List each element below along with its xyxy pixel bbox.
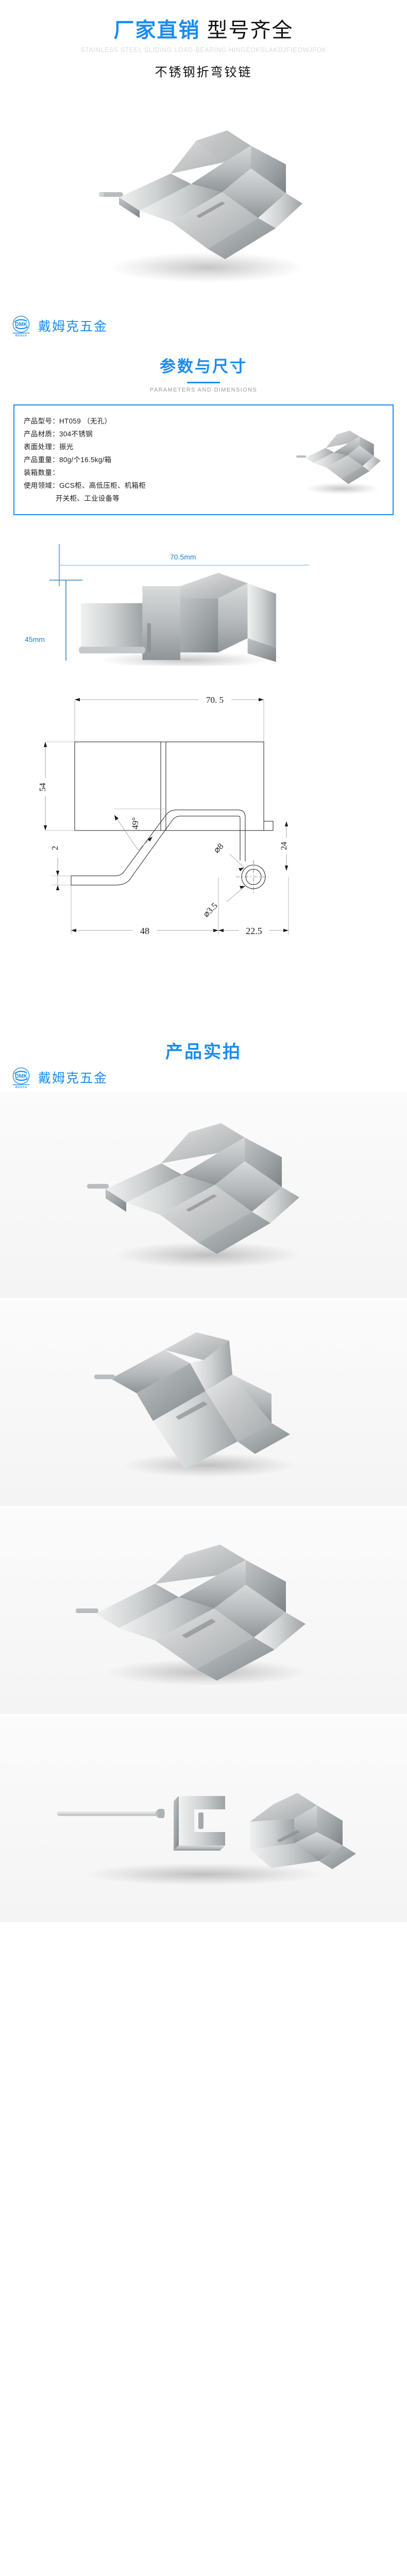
gallery-photo-3 (0, 1508, 407, 1714)
bracket-part (174, 1796, 225, 1851)
spec-label: 产品重量： (24, 456, 59, 464)
spec-label: 使用领域： (24, 482, 59, 489)
spec-value: 振光 (59, 443, 74, 451)
dimension-height-label: 45mm (25, 635, 45, 643)
gallery-title-cn: 产品实拍 (165, 1042, 242, 1062)
logo-divider-2 (113, 1077, 407, 1078)
section-title-rule (187, 382, 220, 383)
hinge-illustration-hero (99, 130, 306, 283)
spec-row: 装箱数量： (24, 466, 290, 479)
spec-value: GCS柜、高低压柜、机箱柜 (59, 482, 146, 489)
cad-drawing-svg: 70. 5 54 24 (38, 694, 293, 937)
headline-black: 型号齐全 (207, 19, 294, 42)
spec-box-wrap: 产品型号：HT059 （无孔） 产品材质：304不锈钢 表面处理：振光 产品重量… (0, 393, 407, 515)
spec-value: HT059 （无孔） (59, 417, 112, 425)
hinge-photo-3 (76, 1545, 308, 1686)
cad-right-depth-label: 24 (280, 842, 289, 850)
gallery-sep-3 (0, 1714, 407, 1716)
brand-logo-row: DMK 戴姆克五金 戴姆克五金 (0, 311, 407, 340)
svg-text:DMK: DMK (15, 321, 27, 328)
spec-row: 开关柜、工业设备等 (24, 492, 290, 505)
gallery-photo-2 (0, 1300, 407, 1506)
headline-english-subtitle: STAINLESS STEEL SLIDING LOAD-BEARING HIN… (80, 46, 327, 54)
spec-value: 开关柜、工业设备等 (56, 495, 120, 502)
spec-row: 产品重量：80g/个16.5kg/箱 (24, 453, 290, 466)
spec-row: 产品型号：HT059 （无孔） (24, 415, 290, 428)
section-header-parameters: 参数与尺寸 PARAMETERS AND DIMENSIONS (0, 340, 407, 393)
section-title-en: PARAMETERS AND DIMENSIONS (149, 387, 258, 393)
brand-name-2: 戴姆克五金 (38, 1071, 108, 1086)
page-header: 厂家直销 型号齐全 STAINLESS STEEL SLIDING LOAD-B… (0, 0, 407, 80)
spec-row: 表面处理：振光 (24, 440, 290, 453)
gallery-photo-4 (0, 1716, 407, 1922)
cad-top-height-label: 54 (38, 783, 47, 792)
spec-thumbnail (290, 414, 393, 506)
brand-name: 戴姆克五金 (38, 319, 108, 334)
spec-label: 装箱数量： (24, 469, 59, 477)
spec-box: 产品型号：HT059 （无孔） 产品材质：304不锈钢 表面处理：振光 产品重量… (13, 404, 394, 515)
cad-tail-label: 22.5 (246, 926, 262, 936)
logo-sub-label: 戴姆克五金 (15, 334, 27, 337)
dimension-photo-block: 70.5mm 45mm (0, 526, 407, 669)
spec-label: 表面处理： (24, 443, 59, 451)
pin-part (57, 1809, 165, 1818)
spec-list: 产品型号：HT059 （无孔） 产品材质：304不锈钢 表面处理：振光 产品重量… (24, 414, 290, 505)
hinge-photo-4-exploded (57, 1793, 356, 1886)
hinge-body-part (250, 1793, 356, 1869)
hero-product-photo (0, 87, 407, 311)
headline-blue: 厂家直销 (113, 19, 200, 42)
spec-value: 80g/个16.5kg/箱 (59, 456, 112, 464)
svg-text:DMK: DMK (15, 1073, 27, 1079)
spec-value: 304不锈钢 (59, 430, 93, 438)
gallery-photo-1 (0, 1092, 407, 1298)
gallery-sep-1 (0, 1298, 407, 1300)
cad-top-width-label: 70. 5 (206, 695, 224, 705)
section-header-gallery: 产品实拍 (0, 1024, 407, 1063)
dimension-photo-svg: 70.5mm 45mm (25, 544, 309, 669)
cad-hole-big-label: ⌀8 (212, 841, 226, 855)
dmk-logo-icon: DMK 戴姆克五金 (12, 315, 30, 337)
spec-label: 产品型号： (24, 417, 59, 425)
cad-length-label: 48 (140, 926, 149, 936)
cad-thickness-label: 2 (50, 846, 60, 851)
cad-drawing-block: 70. 5 54 24 (0, 669, 407, 1024)
product-photo-gallery (0, 1092, 407, 1922)
hinge-illustration-thumb (296, 430, 381, 495)
cad-hole-small-label: ⌀3.5 (201, 901, 219, 919)
section-title-cn: 参数与尺寸 (160, 358, 247, 376)
svg-text:戴姆克五金: 戴姆克五金 (15, 1086, 27, 1089)
gallery-sep-2 (0, 1506, 407, 1508)
product-name: 不锈钢折弯铰链 (155, 65, 252, 79)
cad-angle-label: 49° (130, 817, 140, 829)
hinge-photo-1 (87, 1123, 300, 1268)
product-detail-page: 厂家直销 型号齐全 STAINLESS STEEL SLIDING LOAD-B… (0, 0, 407, 1922)
dmk-logo-icon-2: DMK 戴姆克五金 (12, 1067, 30, 1089)
hinge-photo-2 (94, 1332, 295, 1478)
spec-label: 产品材质： (24, 430, 59, 438)
spec-row: 使用领域：GCS柜、高低压柜、机箱柜 (24, 479, 290, 492)
brand-logo-row-2: DMK 戴姆克五金 戴姆克五金 (0, 1063, 407, 1092)
headline: 厂家直销 型号齐全 (0, 19, 407, 42)
dimension-width-label: 70.5mm (170, 553, 196, 561)
spec-row: 产品材质：304不锈钢 (24, 428, 290, 440)
